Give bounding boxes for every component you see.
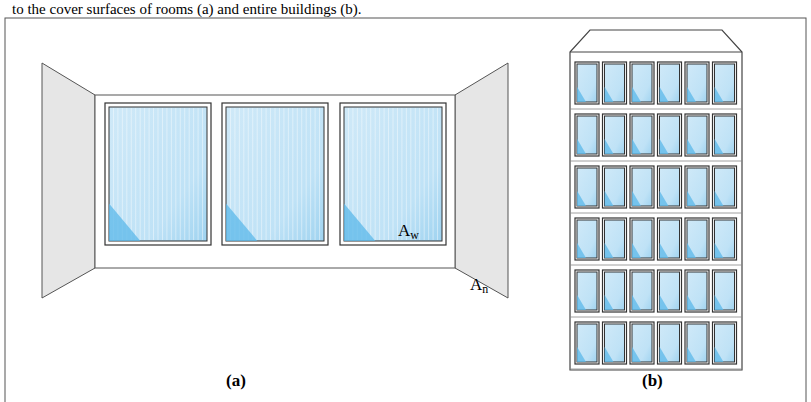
window — [603, 114, 627, 156]
panel-label: (a) — [226, 372, 246, 391]
floor-line — [570, 109, 742, 110]
figure-frame — [5, 18, 806, 402]
window — [603, 322, 627, 364]
window — [685, 270, 709, 312]
area-label: An — [470, 276, 488, 296]
window — [713, 166, 737, 208]
window — [575, 270, 599, 312]
building-outline — [570, 30, 742, 370]
floor-line — [570, 317, 742, 318]
area-label: Aw — [398, 222, 419, 242]
left-wall — [42, 63, 95, 298]
window — [575, 114, 599, 156]
window — [658, 218, 682, 260]
window — [630, 166, 654, 208]
back-wall — [95, 95, 455, 268]
window — [630, 114, 654, 156]
panel-label: (b) — [642, 372, 663, 391]
window — [658, 114, 682, 156]
window — [630, 322, 654, 364]
window — [713, 218, 737, 260]
window — [658, 62, 682, 104]
window — [630, 218, 654, 260]
floor-line — [570, 213, 742, 214]
floor-line — [570, 369, 742, 370]
window — [713, 114, 737, 156]
caption-text: to the cover surfaces of rooms (a) and e… — [12, 1, 361, 18]
window — [575, 62, 599, 104]
window — [105, 103, 211, 245]
window — [340, 103, 446, 245]
window — [658, 270, 682, 312]
right-wall — [455, 63, 508, 298]
window — [685, 114, 709, 156]
window — [658, 322, 682, 364]
roof-line — [570, 52, 742, 53]
window — [685, 218, 709, 260]
floor-line — [570, 265, 742, 266]
window — [713, 270, 737, 312]
window — [575, 218, 599, 260]
window — [603, 166, 627, 208]
window — [630, 270, 654, 312]
window — [575, 322, 599, 364]
window — [658, 166, 682, 208]
room-illustration — [42, 63, 508, 298]
window — [713, 322, 737, 364]
window — [603, 62, 627, 104]
window — [630, 62, 654, 104]
window — [713, 62, 737, 104]
floor-line — [570, 161, 742, 162]
window — [575, 166, 599, 208]
building-illustration — [570, 30, 742, 370]
window — [685, 62, 709, 104]
window — [222, 103, 328, 245]
window — [685, 166, 709, 208]
window — [603, 270, 627, 312]
window — [685, 322, 709, 364]
window — [603, 218, 627, 260]
